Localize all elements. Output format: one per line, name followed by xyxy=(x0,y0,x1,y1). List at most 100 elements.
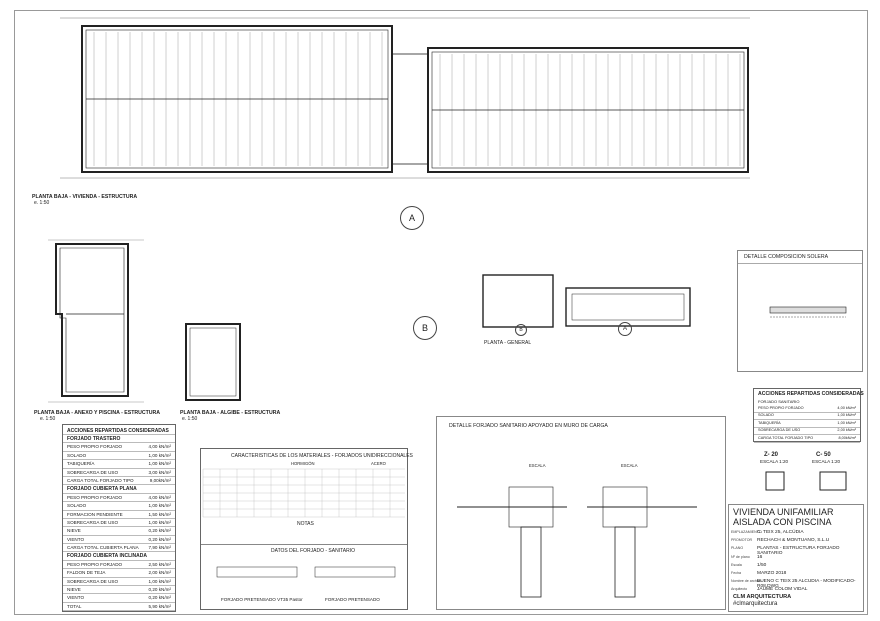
title-block-value: MARZO 2018 xyxy=(757,570,787,576)
loads-row-value: 0,20 kN/m² xyxy=(148,528,171,534)
loads-row-label: VIENTO xyxy=(67,536,85,542)
main-plan-label: PLANTA BAJA - VIVIENDA - ESTRUCTURA xyxy=(32,194,138,200)
section-marker-b: B xyxy=(413,316,437,340)
title-block-row: PROMOTOR RECHACH & MONTUANO, S.L.U xyxy=(729,537,863,545)
materials-col-steel: ACERO xyxy=(371,461,386,466)
logo-sub: #clmarquitectura xyxy=(733,601,778,607)
loads-right-value: 1,00 kN/m² xyxy=(837,413,856,418)
loads-right-value: 2,00 kN/m² xyxy=(837,428,856,433)
section-z-scale: ESCALA 1:20 xyxy=(760,459,789,464)
loads-right-label: SOBRECARGA DE USO xyxy=(758,428,801,433)
loads-right-row: TABIQUERÍA 1,00 kN/m² xyxy=(754,420,860,428)
loads-row-label: FORJADO CUBIERTA INCLINADA xyxy=(67,553,147,560)
title-block-key: Nombre de archivo xyxy=(731,579,762,584)
loads-row-label: SOBRECARGA DE USO xyxy=(67,578,119,584)
title-block-key: EMPLAZAMIENTO xyxy=(731,530,762,534)
loads-row-label: SOBRECARGA DE USO xyxy=(67,469,119,475)
loads-section-header: FORJADO TRASTERO xyxy=(63,435,175,444)
title-block-value: 16 xyxy=(757,554,763,560)
loads-row-value: 7,90 kN/m² xyxy=(148,545,171,551)
title-block-value: BUENO C TEIX 25 ALCUDIA - MODIFICADO-R08… xyxy=(757,579,856,590)
loads-right-row: SOBRECARGA DE USO 2,00 kN/m² xyxy=(754,428,860,436)
annex-plan-label: PLANTA BAJA - ANEXO Y PISCINA - ESTRUCTU… xyxy=(34,410,161,416)
solera-detail-panel: DETALLE COMPOSICION SOLERA xyxy=(737,250,863,372)
title-block-key: PROMOTOR xyxy=(731,538,753,543)
sections-drawing xyxy=(765,471,847,491)
title-block: VIVIENDA UNIFAMILIAR AISLADA CON PISCINA… xyxy=(728,504,864,612)
loads-row-label: CARGA TOTAL CUBIERTA PLANA xyxy=(67,545,139,551)
loads-row-label: VIENTO xyxy=(67,595,85,601)
title-block-value: PLANTAS - ESTRUCTURA FORJADO SANITARIO xyxy=(757,546,840,557)
title-block-key: PLANO xyxy=(731,546,744,551)
loads-right-value: 4,00 kN/m² xyxy=(837,405,856,410)
loads-row-label: SOBRECARGA DE USO xyxy=(67,519,119,525)
loads-right-label: TABIQUERÍA xyxy=(758,420,781,425)
loads-row-value: 0,20 kN/m² xyxy=(148,587,171,593)
loads-row-value: 1,00 kN/m² xyxy=(148,578,171,584)
loads-row-label: FORJADO CUBIERTA PLANA xyxy=(67,486,137,493)
loads-right-title: ACCIONES REPARTIDAS CONSIDERADAS xyxy=(758,391,864,397)
loads-right-label: PESO PROPIO FORJADO xyxy=(758,405,804,410)
loads-row-value: 4,00 kN/m² xyxy=(148,444,171,450)
title-block-value: RECHACH & MONTUANO, S.L.U xyxy=(757,538,830,544)
loads-row: PESO PROPIO FORJADO 4,00 kN/m² xyxy=(63,494,175,503)
loads-right-value: 1,00 kN/m² xyxy=(837,420,856,425)
title-block-row: Arquitecto JAUME COLOM VIDAL xyxy=(729,586,863,594)
section-c-scale: ESCALA 1:20 xyxy=(812,459,841,464)
section-z-label: Z- 20 xyxy=(764,452,779,458)
detail-left-tag: ESCALA xyxy=(529,463,546,468)
forjado-detail-panel: DETALLE FORJADO SANITARIO APOYADO EN MUR… xyxy=(436,416,726,610)
loads-row-label: TOTAL xyxy=(67,603,82,609)
loads-row-value: 5,90 kN/m² xyxy=(148,603,171,609)
title-block-value: JAUME COLOM VIDAL xyxy=(757,587,808,593)
loads-right-label: SOLADO xyxy=(758,413,774,418)
loads-row-label: NIEVE xyxy=(67,528,81,534)
cistern-plan-label: PLANTA BAJA - ALGIBE - ESTRUCTURA xyxy=(180,410,281,416)
loads-row: SOBRECARGA DE USO 1,00 kN/m² xyxy=(63,578,175,587)
title-block-value: 1/50 xyxy=(757,562,767,568)
loads-row-value: 2,00 kN/m² xyxy=(148,570,171,576)
general-marker-a: A xyxy=(618,322,632,336)
loads-row: VIENTO 0,20 kN/m² xyxy=(63,594,175,603)
loads-row-value: 1,00 kN/m² xyxy=(148,503,171,509)
materials-grid xyxy=(202,468,405,518)
materials-col-concrete: HORMIGÓN xyxy=(291,461,315,466)
main-plan-scale: e. 1:50 xyxy=(34,200,50,206)
detail-right-tag: ESCALA xyxy=(621,463,638,468)
main-structure-plan xyxy=(60,17,750,179)
loads-row: TOTAL 5,90 kN/m² xyxy=(63,603,175,612)
loads-row-value: 1,50 kN/m² xyxy=(148,511,171,517)
cistern-plan-scale: e. 1:50 xyxy=(182,416,198,422)
loads-section-header: FORJADO CUBIERTA PLANA xyxy=(63,485,175,494)
loads-row-label: FALDON DE TEJA xyxy=(67,570,106,576)
forjado-detail-drawings xyxy=(457,486,697,598)
loads-row-label: PESO PROPIO FORJADO xyxy=(67,494,123,500)
general-marker-b: B xyxy=(515,324,527,336)
loads-row-value: 0,20 kN/m² xyxy=(148,595,171,601)
loads-row-label: SOLADO xyxy=(67,503,87,509)
loads-row-label: SOLADO xyxy=(67,452,87,458)
title-block-key: Nº de plano xyxy=(731,554,750,559)
loads-table-left: ACCIONES REPARTIDAS CONSIDERADAS FORJADO… xyxy=(62,424,176,612)
section-c-label: C- 50 xyxy=(816,452,831,458)
forjado-right-label: FORJADO PRETENSADO xyxy=(325,597,380,602)
loads-row: SOLADO 1,00 kN/m² xyxy=(63,502,175,511)
title-block-value: C. TEIX 25, ALCÚDIA xyxy=(757,530,804,535)
title-block-row: PLANO PLANTAS - ESTRUCTURA FORJADO SANITA… xyxy=(729,545,863,557)
loads-row-value: 4,00 kN/m² xyxy=(148,494,171,500)
loads-right-value: 8,00kN/m² xyxy=(838,435,856,440)
project-subtitle: AISLADA CON PISCINA xyxy=(733,517,832,527)
loads-row-label: FORMACION PENDIENTE xyxy=(67,511,123,517)
logo-main: CLM ARQUITECTURA xyxy=(733,594,792,600)
loads-row-label: PESO PROPIO FORJADO xyxy=(67,561,123,567)
loads-row-label: TABIQUERÍA xyxy=(67,461,95,467)
title-block-key: Arquitecto xyxy=(731,587,748,592)
materials-title: CARACTERISTICAS DE LOS MATERIALES - FORJ… xyxy=(231,453,413,459)
loads-left-title: ACCIONES REPARTIDAS CONSIDERADAS xyxy=(67,427,169,434)
